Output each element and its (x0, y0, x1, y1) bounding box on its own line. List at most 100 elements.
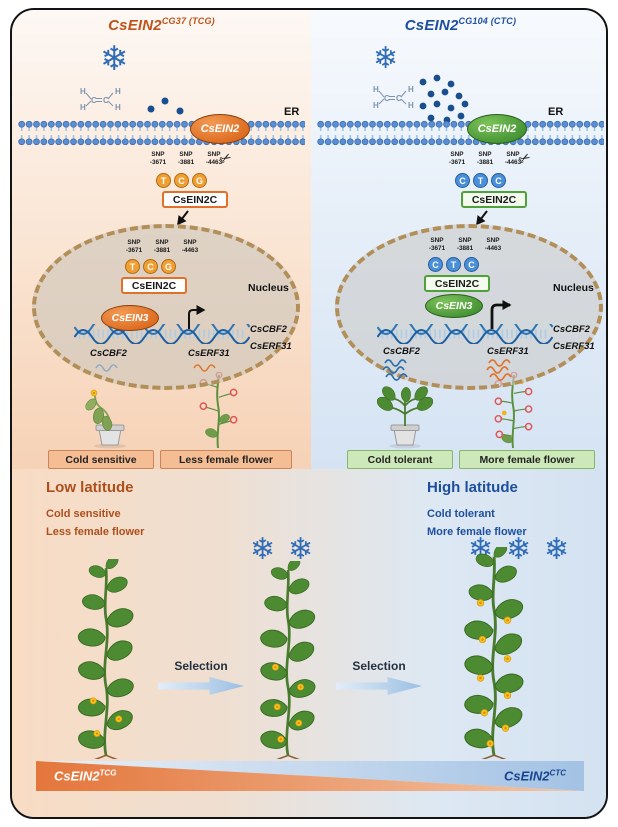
healthy-plant (377, 384, 433, 449)
snp-item: SNP-4463 (181, 239, 199, 254)
dna-helix (74, 324, 250, 344)
ein2c-box: CsEIN2C (461, 191, 527, 208)
allele-frequency-wedge: CsEIN2TCG CsEIN2CTC (36, 761, 584, 791)
atom-label: C (396, 94, 402, 103)
snp-item: SNP-3671 (149, 151, 167, 166)
transcript-label: CsERF31 (487, 346, 529, 357)
atom-label: H (408, 85, 414, 94)
figure-frame: CsEIN2CG37 (TCG) ❄ H H C C H H ER CsEIN2… (10, 8, 608, 819)
nucleotide-circle: T (125, 259, 140, 274)
atom-label: H (373, 101, 379, 110)
right-panel-title: CsEIN2CG104 (CTC) (404, 16, 517, 34)
atom-label: H (115, 103, 121, 112)
transcript-waves-low (193, 364, 216, 372)
ein3-protein: CsEIN3 (101, 305, 159, 331)
phenotype-badge: More female flower (459, 450, 595, 469)
nucleotide-circle: C (455, 173, 470, 188)
snp-annotation-group: SNP-3671 SNP-3881 SNP-4463 (445, 151, 525, 167)
ein2c-box: CsEIN2C (424, 275, 490, 292)
dna-helix (377, 324, 553, 344)
cucumber-plant-mid-flowers (238, 561, 338, 759)
nucleotide-circle: C (428, 257, 443, 272)
high-latitude-title: High latitude (427, 479, 518, 496)
atom-label: H (115, 87, 121, 96)
snp-annotation-group: SNP-3671 SNP-3881 SNP-4463 (122, 239, 202, 255)
phenotype-badge: Less female flower (160, 450, 292, 469)
import-arrow (177, 210, 189, 226)
er-membrane (317, 120, 604, 146)
transcript-label: CsERF31 (188, 348, 230, 359)
ein2-protein: CsEIN2 (190, 114, 250, 144)
atom-label: H (80, 103, 86, 112)
snp-item: SNP-3881 (476, 151, 494, 166)
phenotype-badge: Cold sensitive (48, 450, 154, 469)
snp-annotation-group: SNP-3671 SNP-3881 SNP-4463 (425, 237, 505, 253)
ctc-allele-label: CsEIN2CTC (504, 768, 566, 784)
nucleotide-circle: G (161, 259, 176, 274)
ethylene-molecule: H H C C H H (373, 85, 414, 110)
import-arrow (476, 210, 488, 226)
er-label: ER (548, 106, 564, 118)
ein2c-box: CsEIN2C (162, 191, 228, 208)
atom-label: C (384, 94, 390, 103)
atom-label: C (91, 96, 97, 105)
ethylene-dots-few (147, 97, 184, 115)
transcript-waves-low (95, 364, 118, 372)
selection-label: Selection (352, 659, 406, 673)
selection-label: Selection (174, 659, 228, 673)
codon-circles: T C G (125, 259, 176, 274)
snp-item: SNP-3881 (177, 151, 195, 166)
nucleotide-circle: T (446, 257, 461, 272)
snp-item: SNP-4463 (484, 237, 502, 252)
ein3-protein: CsEIN3 (425, 294, 483, 318)
right-panel-ctc: CsEIN2CG104 (CTC) ❄ H H C C H H ER CsEIN… (311, 10, 606, 469)
nucleotide-circle: C (491, 173, 506, 188)
transcript-label: CsCBF2 (90, 348, 127, 359)
cucumber-plant-few-flowers (54, 559, 158, 759)
snp-item: SNP-3671 (448, 151, 466, 166)
transcript-waves-high (382, 359, 408, 381)
snp-item: SNP-4463 (504, 151, 522, 166)
snowflake-icon: ❄ (250, 533, 276, 566)
left-panel-tcg: CsEIN2CG37 (TCG) ❄ H H C C H H ER CsEIN2… (12, 10, 311, 469)
codon-circles: T C G (156, 173, 207, 188)
transcript-waves-high (486, 359, 512, 381)
nucleotide-circle: C (464, 257, 479, 272)
atom-label: H (408, 101, 414, 110)
nucleotide-circle: T (473, 173, 488, 188)
snowflake-icon: ❄ (544, 533, 570, 566)
transcript-label: CsCBF2 (383, 346, 420, 357)
snowflake-icon: ❄ (100, 40, 129, 78)
left-panel-title: CsEIN2CG37 (TCG) (108, 16, 215, 34)
atom-label: H (373, 85, 379, 94)
transcription-arrow-strong (490, 300, 512, 329)
snowflake-icon: ❄ (506, 533, 532, 566)
low-latitude-title: Low latitude (46, 479, 134, 496)
snp-item: SNP-3881 (456, 237, 474, 252)
selection-arrow (158, 677, 244, 695)
ethylene-dots-many (419, 74, 469, 124)
ein2-protein: CsEIN2 (467, 114, 527, 144)
nucleotide-circle: C (143, 259, 158, 274)
snp-annotation-group: SNP-3671 SNP-3881 SNP-4463 (146, 151, 226, 167)
selection-arrow (336, 677, 422, 695)
cucumber-plant-many-flowers (436, 547, 552, 759)
snp-item: SNP-3671 (125, 239, 143, 254)
nucleotide-circle: G (192, 173, 207, 188)
nucleus (32, 224, 300, 390)
transcription-arrow (188, 305, 206, 329)
ein2c-box: CsEIN2C (121, 277, 187, 294)
nucleotide-circle: C (174, 173, 189, 188)
codon-circles: C T C (428, 257, 479, 272)
phenotype-badge: Cold tolerant (347, 450, 453, 469)
er-membrane (18, 120, 305, 146)
snp-item: SNP-4463 (205, 151, 223, 166)
nucleus-label: Nucleus (553, 282, 594, 294)
ethylene-molecule: H H C C H H (80, 87, 121, 112)
atom-label: C (103, 96, 109, 105)
er-label: ER (284, 106, 300, 118)
tcg-allele-label: CsEIN2TCG (54, 768, 117, 784)
